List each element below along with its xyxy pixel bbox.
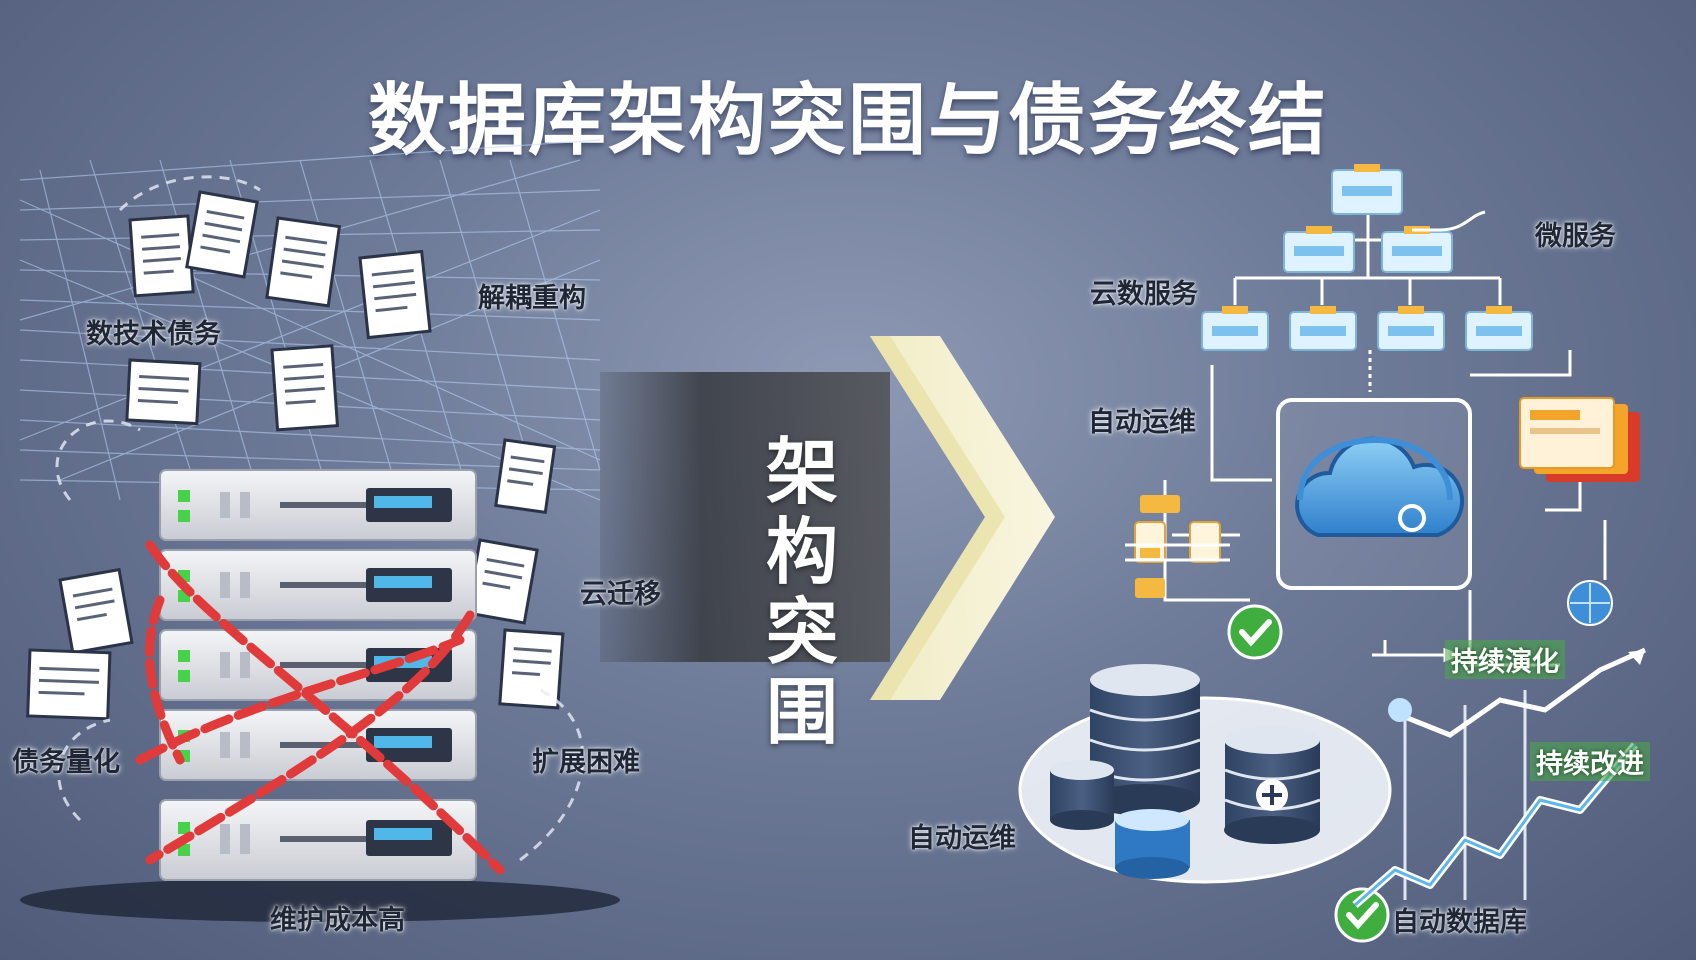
label-microservices: 微服务 [1535, 221, 1616, 252]
label-debt-quantify: 债务量化 [12, 747, 120, 778]
label-hard-to-scale: 扩展困难 [532, 747, 640, 778]
label-cloud-migration: 云迁移 [580, 579, 661, 610]
chain-lock [135, 540, 505, 875]
label-tech-debt: 数技术债务 [86, 319, 221, 350]
globe-icon [1567, 580, 1613, 626]
growth-chart [1352, 647, 1647, 909]
transition-arrow [600, 336, 1055, 700]
cloud-icon [1276, 398, 1472, 590]
label-auto-ops: 自动运维 [1088, 407, 1196, 438]
label-decouple: 解耦重构 [478, 283, 586, 314]
dashboard-cards [1519, 397, 1640, 482]
label-continuous-evolution: 持续演化 [1445, 640, 1565, 679]
checkmark-icon [1227, 604, 1283, 660]
database-cluster [1018, 664, 1392, 884]
process-diagram [1125, 495, 1230, 598]
document-icons [26, 190, 565, 721]
label-cloud-services: 云数服务 [1090, 279, 1198, 310]
label-maintenance-cost: 维护成本高 [270, 905, 405, 936]
label-continuous-improvement: 持续改进 [1530, 742, 1650, 781]
service-nodes [1201, 164, 1533, 351]
arrow-label: 架构突围 [766, 430, 839, 754]
checkmark-icon-2 [1334, 887, 1390, 943]
label-auto-database: 自动数据库 [1392, 907, 1527, 938]
page-title: 数据库架构突围与债务终结 [367, 76, 1328, 166]
label-auto-ops-2: 自动运维 [908, 823, 1016, 854]
server-rack [159, 469, 477, 881]
